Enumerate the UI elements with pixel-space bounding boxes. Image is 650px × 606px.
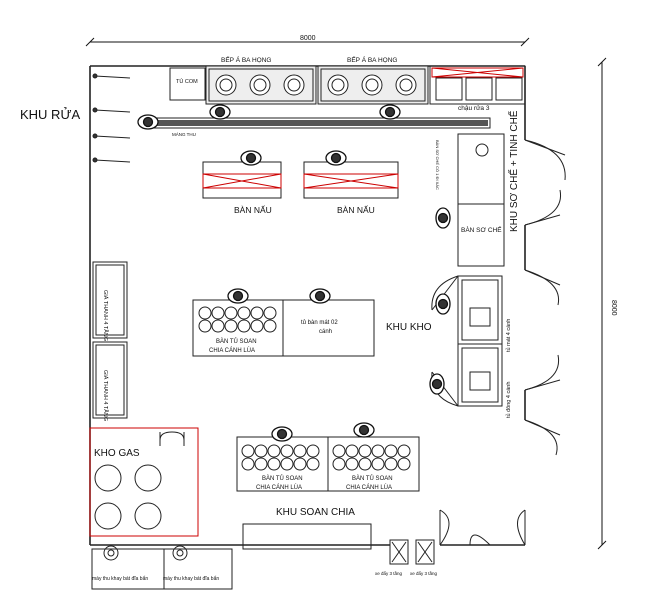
ban-tu-soan-3-l1: BÀN TỦ SOAN: [352, 475, 393, 482]
zone-khu-kho: KHU KHO: [386, 322, 432, 333]
tu-ban-mat-l1: tủ bàn mát 02: [301, 319, 338, 326]
dimension-top: [85, 37, 530, 47]
tu-ban-mat: [282, 299, 375, 357]
xe-day-label-2: xe đẩy 3 tầng: [410, 570, 438, 576]
may-thu-khay-units: [91, 545, 233, 590]
ban-tu-soan-2-l2: CHIA CÁNH LÙA: [256, 484, 302, 491]
tu-mat-label: tủ mát 4 cánh: [505, 319, 512, 352]
bep-a-stove-2: [317, 65, 429, 105]
may-thu-khay-label-2: máy thu khay bát đĩa bẩn: [163, 575, 219, 582]
ban-nau-label-2: BÀN NẤU: [337, 205, 375, 215]
ban-tu-soan-2-l1: BÀN TỦ SOAN: [262, 475, 303, 482]
zone-khu-rua: KHU RỬA: [20, 107, 81, 122]
mang-thu-label: MÁNG THU: [172, 131, 196, 137]
ban-tu-soan-1-l2: CHIA CÁNH LÙA: [209, 347, 255, 354]
tu-com-label: TỦ COM: [176, 78, 198, 85]
kho-gas-room: [89, 427, 199, 537]
ban-tu-soan-1-plates: [198, 306, 277, 333]
bep-a-label-2: BẾP Á BA HỌNG: [347, 54, 397, 64]
ban-nau-label-1: BÀN NẤU: [234, 205, 272, 215]
staff-figures: [137, 104, 451, 442]
ban-so-che-label: BÀN SƠ CHẾ: [461, 224, 502, 234]
zone-kho-gas: KHO GAS: [94, 448, 140, 459]
zone-khu-so-che: KHU SƠ CHẾ + TINH CHẾ: [507, 110, 520, 232]
ban-so-che-small-label: BÀN SƠ CHẾ CÓ 1 ĐI XÁC: [435, 140, 440, 190]
ban-tu-soan-2-plates: [241, 444, 320, 471]
tu-com-unit: [169, 67, 206, 101]
tu-dong-label: tủ đông 4 cánh: [505, 382, 512, 418]
xe-day-label-1: xe đẩy 3 tầng: [375, 570, 403, 576]
pass-counter: [242, 523, 372, 550]
ban-tu-soan-3: [327, 436, 420, 492]
dimension-right: [597, 57, 607, 550]
xe-day-trolleys: [389, 539, 435, 565]
dimension-right-label: 8000: [610, 300, 617, 316]
gia-thanh-label-2: GIÁ THANH 4 TẦNG: [102, 370, 109, 421]
may-thu-khay-label-1: máy thu khay bát đĩa bẩn: [92, 575, 148, 582]
dimension-top-label: 8000: [300, 35, 316, 42]
ban-nau-2: [303, 161, 399, 199]
ban-tu-soan-3-plates: [332, 444, 411, 471]
chau-rua-label: chậu rửa 3: [458, 104, 490, 112]
zone-khu-soan-chia: KHU SOAN CHIA: [276, 507, 355, 518]
bep-a-label-1: BẾP Á BA HỌNG: [221, 54, 271, 64]
wash-hooks: [92, 73, 131, 163]
ban-tu-soan-1-l1: BÀN TỦ SOAN: [216, 338, 257, 345]
gia-thanh-racks: [92, 261, 128, 419]
tu-ban-mat-l2: cánh: [319, 329, 332, 335]
ban-tu-soan-3-l2: CHIA CÁNH LÙA: [346, 484, 392, 491]
right-doors: [439, 139, 566, 546]
bep-a-stove-1: [205, 65, 317, 105]
outer-walls: [89, 65, 526, 546]
gia-thanh-label-1: GIÁ THANH 4 TẦNG: [102, 290, 109, 341]
chau-rua-sink: [429, 65, 526, 105]
ban-nau-1: [202, 161, 282, 199]
mang-thu-channel: [149, 117, 491, 129]
ban-so-che-units: [457, 133, 505, 267]
